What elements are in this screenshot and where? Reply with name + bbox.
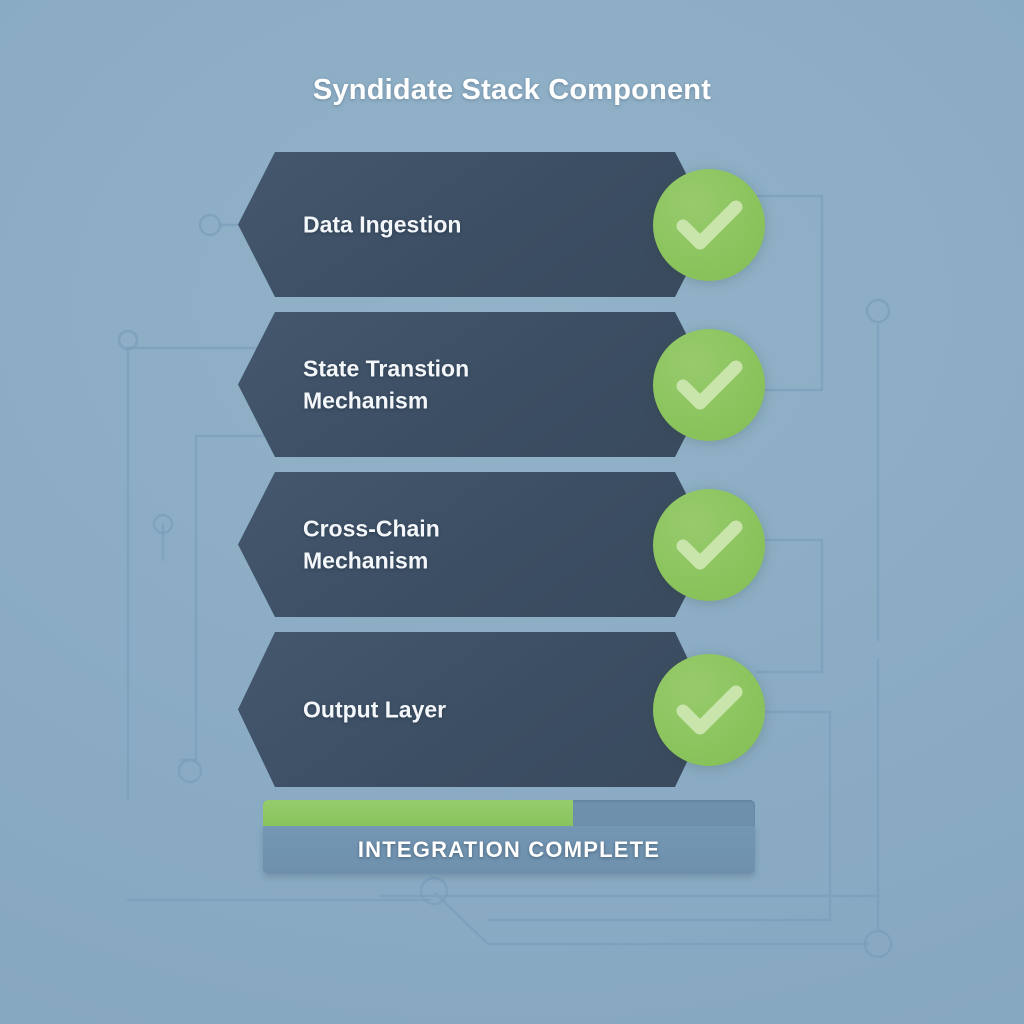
stack-row[interactable]: Output Layer [0,632,1024,787]
stack-panel-label: Data Ingestion [303,211,462,238]
circuit-node-icon [863,929,893,959]
stack-panel-output-layer[interactable] [238,632,712,787]
stack-panel-label: Cross-Chain Mechanism [303,514,440,574]
stack-panel-label: Output Layer [303,696,447,723]
check-circle-icon [653,653,765,766]
check-circle-icon [653,328,765,441]
stack-row[interactable]: State Transtion Mechanism [0,312,1024,457]
progress-bar-track [263,800,755,826]
stack-panel-cross-chain[interactable] [238,472,712,617]
page-title: Syndidate Stack Component [312,74,712,106]
stack-panel-data-ingestion[interactable] [238,152,712,297]
stack-row[interactable]: Cross-Chain Mechanism [0,472,1024,617]
status-label: INTEGRATION COMPLETE [357,837,661,862]
check-circle-icon [653,168,765,281]
check-circle-icon [653,488,765,601]
progress-bar-fill [263,800,573,826]
stack-panel-state-transition[interactable] [238,312,712,457]
status-banner: INTEGRATION COMPLETE [263,826,755,874]
stack-panel-label: State Transtion Mechanism [303,354,470,414]
circuit-node-icon [419,876,449,906]
component-stack: Data Ingestion State Transtion Mechanism… [0,152,1024,802]
stack-row[interactable]: Data Ingestion [0,152,1024,297]
trace-bottom-diagonal [433,891,870,946]
integration-status: INTEGRATION COMPLETE [263,800,755,874]
